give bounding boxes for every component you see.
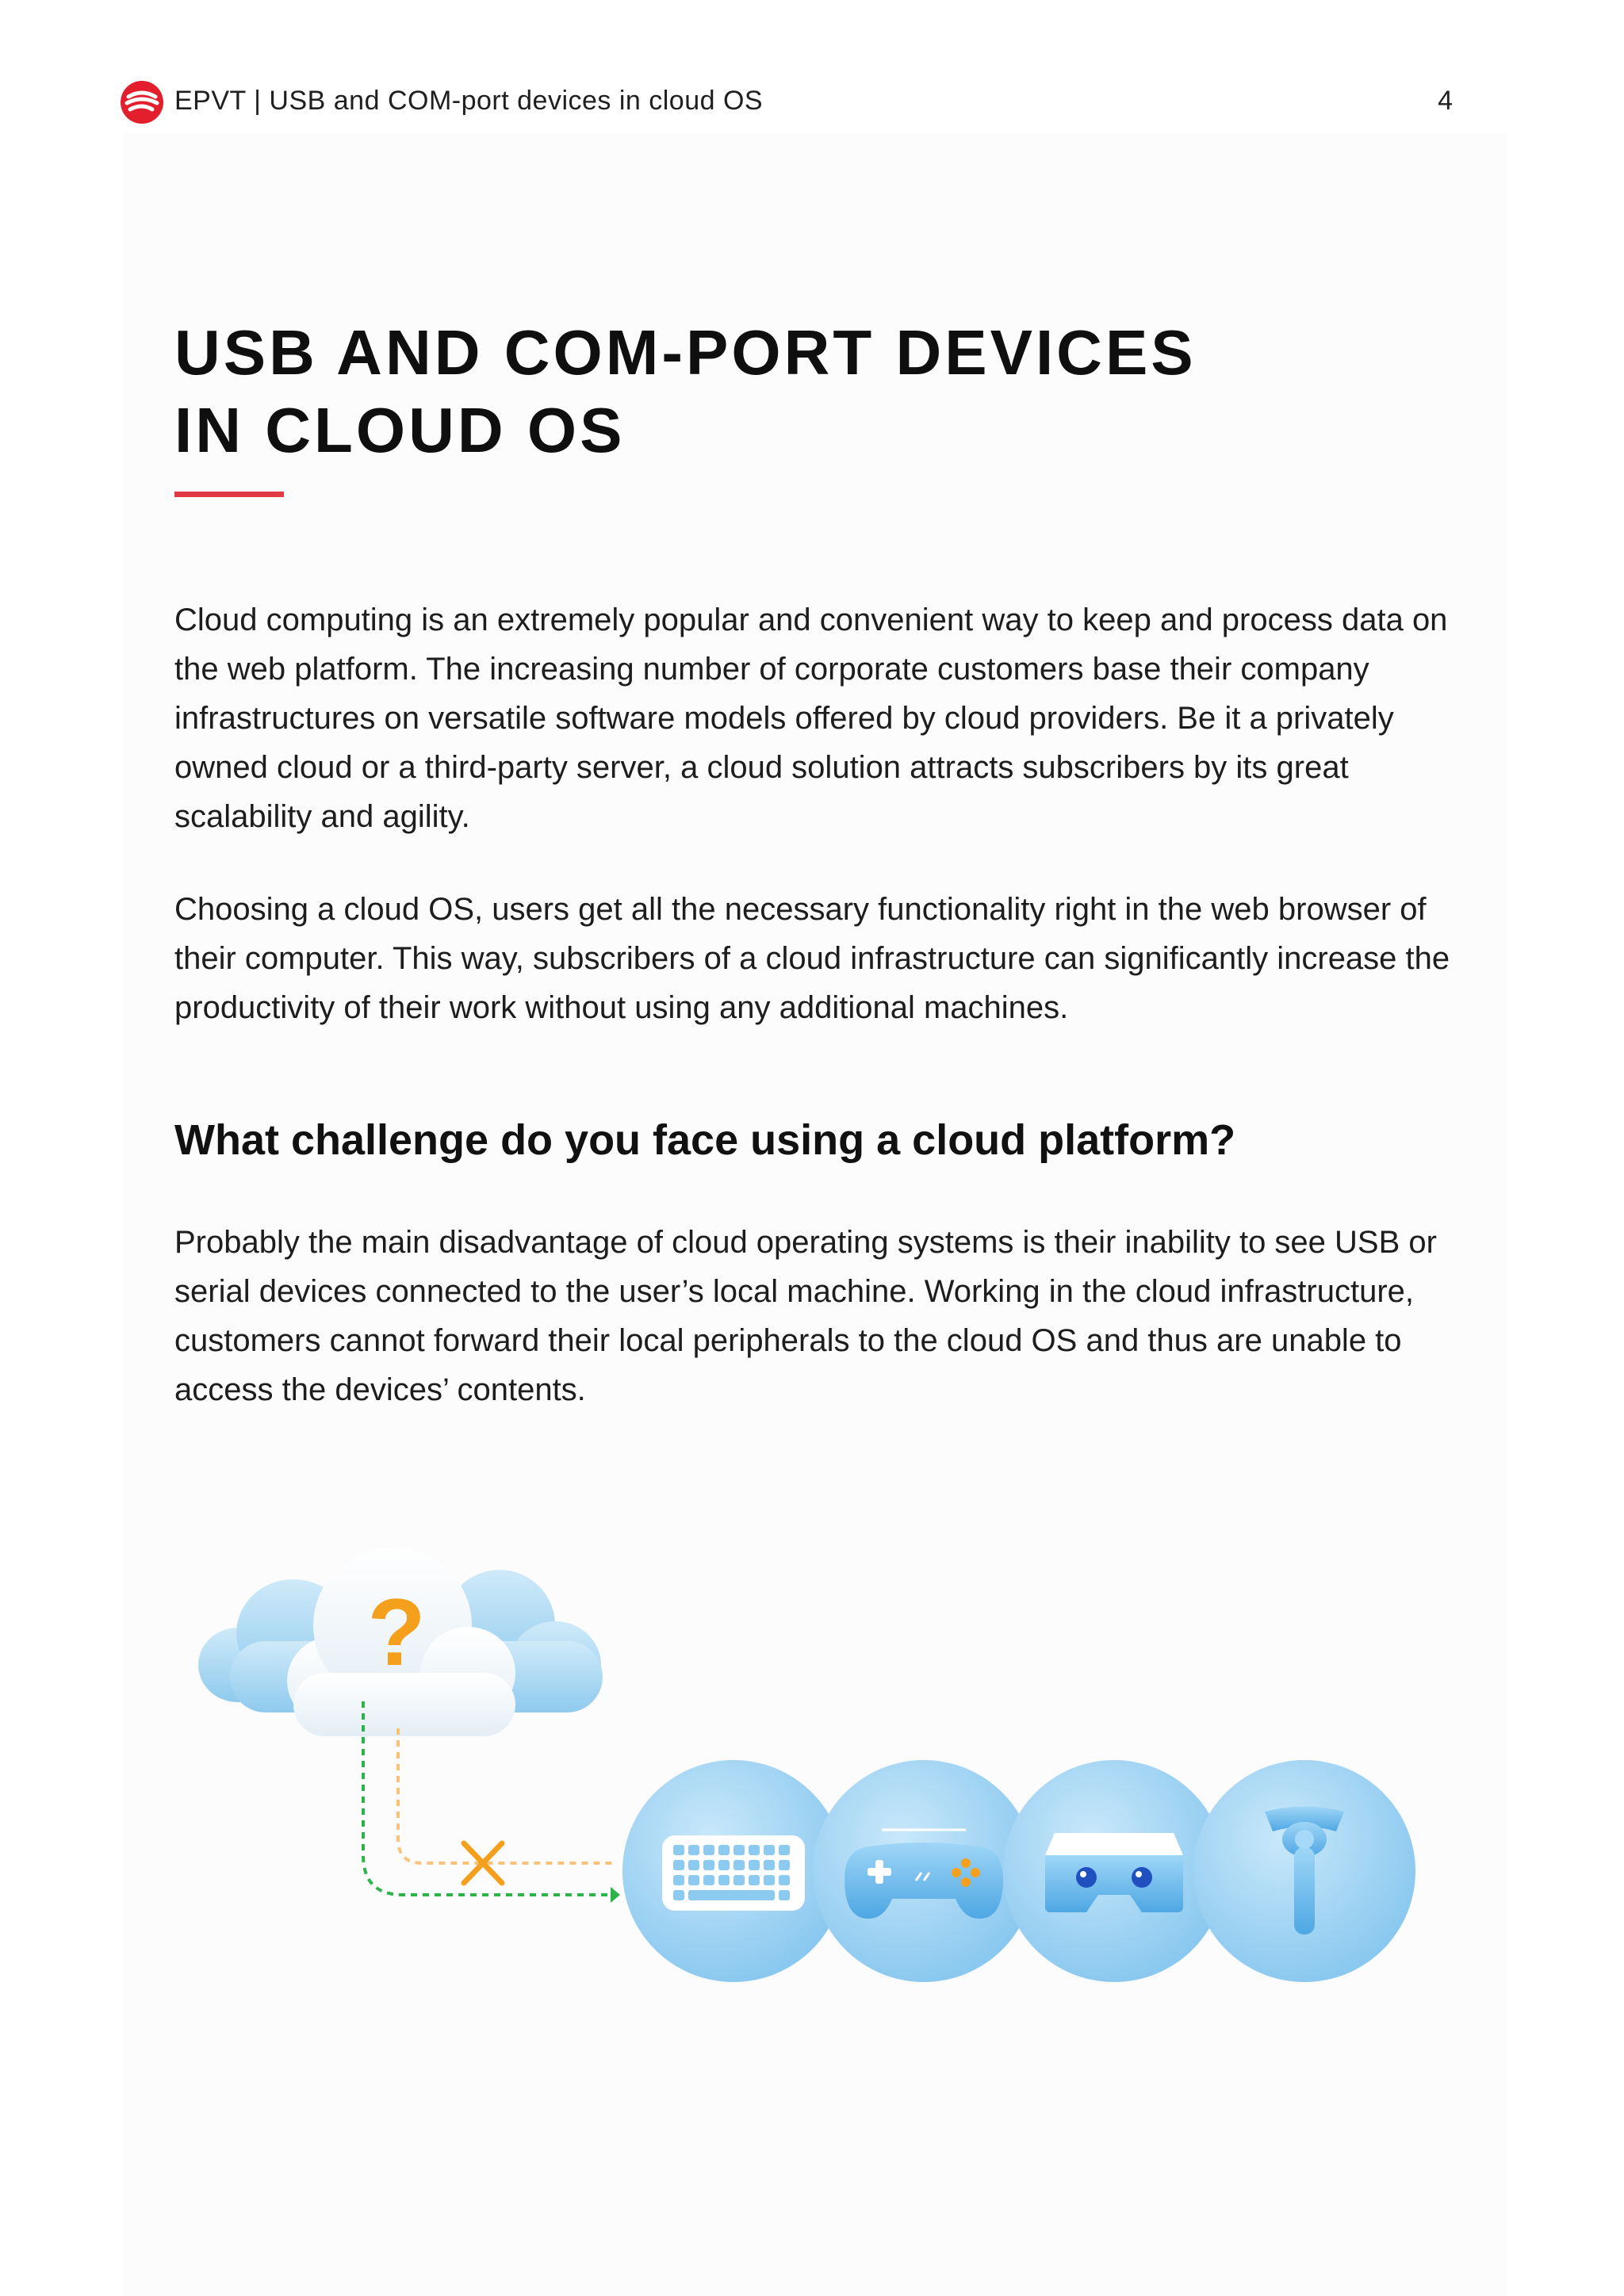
keyboard-icon [662,1835,805,1911]
vr-controller-icon [1265,1806,1344,1934]
connection-arrowhead [611,1887,620,1903]
intro-paragraph-1: Cloud computing is an extremely popular … [174,603,1448,834]
page-number: 4 [1438,86,1453,116]
section-paragraph: Probably the main disadvantage of cloud … [174,1225,1437,1407]
cloud-devices-illustration: ? [198,1548,1415,1982]
cloud-icon [198,1548,603,1736]
page-title: USB AND COM-PORT DEVICES IN CLOUD OS [174,314,1483,469]
question-mark-icon: ? [367,1579,425,1686]
page-title-line-2: IN CLOUD OS [174,395,626,465]
gamepad-icon [845,1828,1003,1919]
connection-line-blocked [396,1728,617,1865]
page-title-line-1: USB AND COM-PORT DEVICES [174,317,1197,388]
epvt-logo-icon [121,81,163,124]
vr-headset-icon [1045,1833,1183,1912]
connection-line-working [362,1701,611,1896]
title-underline [174,492,284,497]
intro-paragraph-2: Choosing a cloud OS, users get all the n… [174,892,1450,1025]
section-heading: What challenge do you face using a cloud… [174,1116,1236,1164]
blocked-x-icon [461,1840,505,1886]
page-header: EPVT | USB and COM-port devices in cloud… [121,79,1453,127]
header-title: EPVT | USB and COM-port devices in cloud… [174,86,764,116]
